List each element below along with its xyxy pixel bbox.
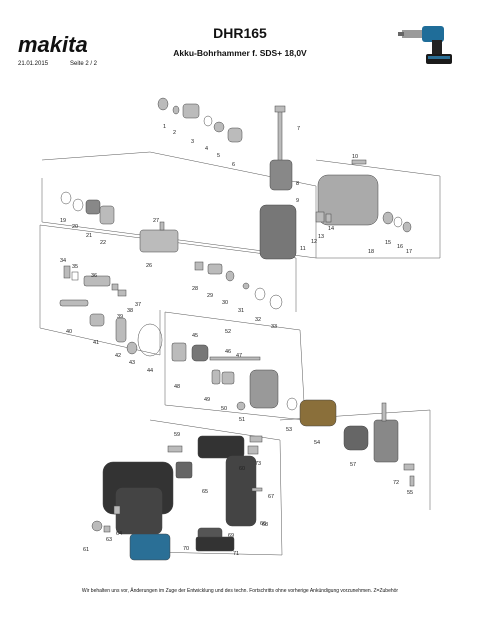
part-label: 72 [393, 480, 399, 486]
part-label: 22 [100, 240, 106, 246]
middle-parts [59, 191, 283, 357]
model-subtitle: Akku-Bohrhammer f. SDS+ 18,0V [173, 48, 307, 58]
part-label: 34 [60, 258, 66, 264]
inner-parts [171, 342, 415, 487]
front-parts [157, 97, 412, 260]
part-label: 28 [192, 286, 198, 292]
drill-product-image [398, 26, 452, 64]
part-label: 51 [239, 417, 245, 423]
part-label: 13 [318, 234, 324, 240]
part-label: 69 [228, 533, 234, 539]
makita-logo: makita [16, 32, 106, 57]
part-label: 60 [239, 466, 245, 472]
part-label: 42 [115, 353, 121, 359]
print-date: 21.01.2015 [18, 61, 49, 67]
model-title: DHR165 [213, 25, 267, 41]
part-label: 67 [268, 494, 274, 500]
part-label: 20 [72, 224, 78, 230]
part-label: 64 [116, 531, 122, 537]
part-label: 41 [93, 340, 99, 346]
part-label: 73 [255, 461, 261, 467]
part-label: 55 [407, 490, 413, 496]
part-label: 63 [106, 537, 112, 543]
part-label: 9 [296, 198, 299, 204]
part-label: 6 [232, 162, 235, 168]
part-label: 44 [147, 368, 153, 374]
part-label: 35 [72, 264, 78, 270]
part-label: 2 [173, 130, 176, 136]
part-label: 54 [314, 440, 320, 446]
part-label: 3 [191, 139, 194, 145]
part-label: 10 [352, 154, 358, 160]
part-label: 16 [397, 244, 403, 250]
housing-parts [91, 435, 263, 561]
part-label: 33 [271, 324, 277, 330]
part-label: 21 [86, 233, 92, 239]
part-label: 61 [83, 547, 89, 553]
part-label: 49 [204, 397, 210, 403]
part-label: 39 [117, 314, 123, 320]
part-label: 50 [221, 406, 227, 412]
part-label: 38 [127, 308, 133, 314]
part-label: 30 [222, 300, 228, 306]
part-label: 7 [297, 126, 300, 132]
part-label: 65 [202, 489, 208, 495]
part-label: 43 [129, 360, 135, 366]
part-label: 12 [311, 239, 317, 245]
part-label: 46 [225, 349, 231, 355]
part-label: 70 [183, 546, 189, 552]
part-label: 15 [385, 240, 391, 246]
part-label: 47 [236, 353, 242, 359]
part-label: 8 [296, 181, 299, 187]
part-label: 17 [406, 249, 412, 255]
part-label: 40 [66, 329, 72, 335]
part-label: 66 [260, 521, 266, 527]
part-label: 48 [174, 384, 180, 390]
part-label: 11 [300, 246, 306, 252]
part-label: 36 [91, 273, 97, 279]
part-label: 31 [238, 308, 244, 314]
part-label: 5 [217, 153, 220, 159]
part-label: 52 [225, 329, 231, 335]
svg-text:makita: makita [18, 32, 88, 57]
part-label: 26 [146, 263, 152, 269]
part-label: 68 [262, 522, 268, 528]
part-label: 4 [205, 146, 208, 152]
part-label: 57 [350, 462, 356, 468]
part-label: 19 [60, 218, 66, 224]
part-label: 29 [207, 293, 213, 299]
part-labels: 1 2 3 4 5 6 7 8 9 10 11 12 13 14 15 16 1… [60, 124, 413, 557]
part-label: 14 [328, 226, 334, 232]
part-label: 27 [153, 218, 159, 224]
part-label: 45 [192, 333, 198, 339]
part-label: 37 [135, 302, 141, 308]
footer-note: Wir behalten uns vor, Änderungen im Zuge… [81, 588, 399, 594]
part-label: 32 [255, 317, 261, 323]
part-label: 59 [174, 432, 180, 438]
part-label: 53 [286, 427, 292, 433]
part-label: 71 [233, 551, 239, 557]
part-label: 1 [163, 124, 166, 130]
page-indicator: Seite 2 / 2 [70, 61, 98, 67]
part-label: 18 [368, 249, 374, 255]
